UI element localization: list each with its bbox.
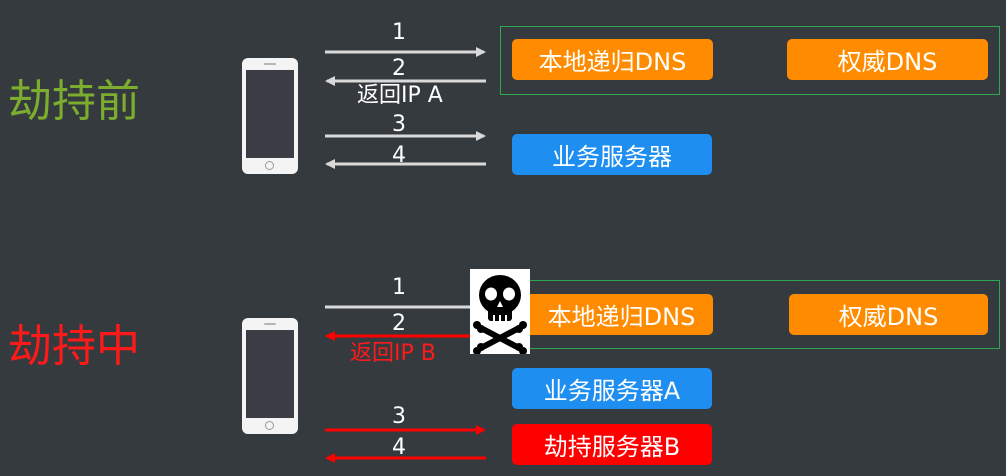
skull-crossbones-icon — [470, 269, 530, 355]
before-auth-dns-box: 权威DNS — [787, 39, 988, 80]
during-return-label: 返回IP B — [350, 341, 436, 366]
during-step-4: 4 — [392, 435, 406, 460]
before-phone-icon — [242, 58, 298, 174]
before-step-4: 4 — [392, 143, 406, 168]
during-step-1: 1 — [392, 275, 406, 300]
before-server-box: 业务服务器 — [512, 134, 712, 175]
during-server-b-box: 劫持服务器B — [512, 424, 712, 465]
during-step-3: 3 — [392, 404, 406, 429]
before-step-1: 1 — [392, 20, 406, 45]
during-auth-dns-box: 权威DNS — [789, 294, 988, 335]
before-step-2: 2 — [392, 56, 406, 81]
during-step-2: 2 — [392, 311, 406, 336]
during-local-dns-box: 本地递归DNS — [512, 294, 713, 335]
during-server-a-box: 业务服务器A — [512, 368, 712, 409]
during-title: 劫持中 — [8, 321, 140, 372]
before-return-label: 返回IP A — [357, 83, 443, 108]
during-phone-icon — [242, 318, 298, 434]
before-dns-frame — [500, 26, 1000, 95]
before-local-dns-box: 本地递归DNS — [512, 39, 713, 80]
before-title: 劫持前 — [8, 76, 140, 127]
before-step-3: 3 — [392, 112, 406, 137]
